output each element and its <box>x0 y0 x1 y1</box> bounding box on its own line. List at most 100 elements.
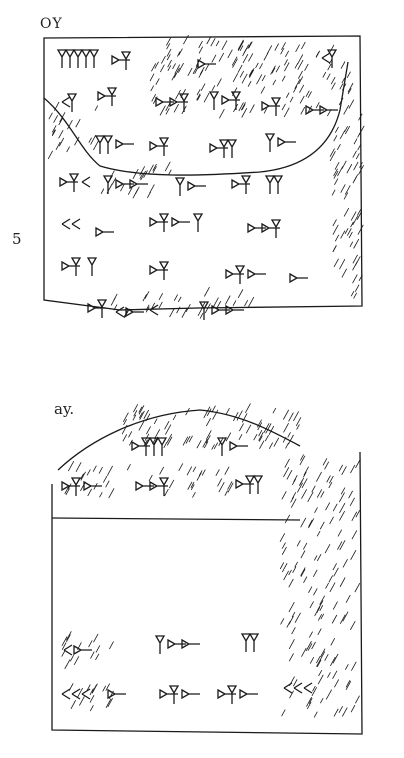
horizontal-wedge <box>115 178 134 190</box>
damage-stroke <box>359 162 363 168</box>
damage-stroke <box>311 641 316 650</box>
damage-stroke <box>358 165 365 175</box>
vertical-wedge <box>244 475 256 494</box>
damage-stroke <box>293 86 298 93</box>
damage-stroke <box>199 312 204 319</box>
horizontal-wedge <box>305 104 324 116</box>
damage-stroke <box>196 440 202 449</box>
damage-stroke <box>154 61 159 69</box>
damage-stroke <box>283 107 290 118</box>
damage-stroke <box>352 254 358 264</box>
damage-stroke <box>187 67 193 77</box>
damage-stroke <box>328 475 334 484</box>
damage-stroke <box>210 38 216 47</box>
damage-stroke <box>343 192 349 200</box>
damage-stroke <box>303 466 309 476</box>
damage-stroke <box>344 185 351 195</box>
damage-stroke <box>317 614 323 621</box>
damage-stroke <box>198 470 203 477</box>
damage-stroke <box>158 293 164 301</box>
damage-stroke <box>113 304 118 311</box>
damage-stroke <box>164 488 169 497</box>
damage-stroke <box>89 694 95 703</box>
damage-stroke <box>345 681 352 691</box>
damage-stroke <box>333 567 339 577</box>
damage-stroke <box>319 595 326 605</box>
damage-stroke <box>330 656 336 667</box>
damage-stroke <box>329 516 334 525</box>
damage-stroke <box>221 40 228 51</box>
damage-stroke <box>314 507 318 514</box>
horizontal-wedge <box>73 644 92 656</box>
damage-stroke <box>313 588 318 596</box>
damage-stroke <box>239 45 244 52</box>
horizontal-wedge <box>115 138 134 150</box>
damage-stroke <box>283 467 290 478</box>
damage-stroke <box>225 408 230 415</box>
damage-stroke <box>110 297 116 306</box>
damage-stroke <box>211 405 216 413</box>
damage-stroke <box>341 77 346 84</box>
damage-stroke <box>329 582 336 593</box>
damage-stroke <box>320 698 324 704</box>
damage-stroke <box>298 76 304 85</box>
damage-stroke <box>256 74 263 85</box>
damage-stroke <box>166 436 173 446</box>
winkelhaken <box>115 306 125 318</box>
damage-stroke <box>281 542 286 549</box>
damage-stroke <box>291 627 296 635</box>
damage-stroke <box>91 683 98 694</box>
damage-stroke <box>129 439 133 446</box>
damage-stroke <box>172 414 177 420</box>
vertical-wedge <box>140 437 152 456</box>
damage-stroke <box>74 136 80 146</box>
damage-stroke <box>333 135 338 142</box>
damage-stroke <box>270 65 276 75</box>
damage-stroke <box>340 184 346 193</box>
damage-stroke <box>350 291 355 297</box>
damage-stroke <box>232 300 237 306</box>
damage-stroke <box>330 76 336 85</box>
damage-stroke <box>215 40 220 47</box>
damage-stroke <box>334 679 340 688</box>
damage-stroke <box>152 163 157 171</box>
damage-stroke <box>143 170 148 178</box>
damage-stroke <box>339 540 346 551</box>
obverse-damage-hatching <box>47 34 365 319</box>
damage-stroke <box>166 43 171 50</box>
damage-stroke <box>289 96 294 103</box>
damage-stroke <box>181 307 188 318</box>
damage-stroke <box>334 178 339 186</box>
damage-stroke <box>168 479 175 489</box>
damage-stroke <box>249 104 255 114</box>
damage-stroke <box>305 641 312 652</box>
damage-stroke <box>299 455 306 466</box>
horizontal-wedge <box>247 268 266 280</box>
damage-stroke <box>67 120 73 130</box>
damage-stroke <box>185 407 190 416</box>
damage-stroke <box>258 432 264 441</box>
damage-stroke <box>248 69 254 77</box>
damage-stroke <box>224 466 230 475</box>
damage-stroke <box>198 46 204 54</box>
winkelhaken <box>61 96 71 108</box>
damage-stroke <box>357 144 362 151</box>
damage-stroke <box>294 78 301 89</box>
damage-stroke <box>268 442 274 449</box>
damage-stroke <box>307 643 313 651</box>
damage-stroke <box>211 54 217 63</box>
damage-stroke <box>94 105 99 111</box>
damage-stroke <box>153 418 158 425</box>
damage-stroke <box>352 150 357 158</box>
damage-stroke <box>341 83 347 91</box>
vertical-wedge <box>226 685 238 704</box>
damage-stroke <box>205 417 212 427</box>
damage-stroke <box>144 291 150 299</box>
horizontal-wedge <box>187 180 206 192</box>
damage-stroke <box>294 561 298 568</box>
damage-stroke <box>333 258 339 268</box>
damage-stroke <box>244 403 251 414</box>
damage-stroke <box>92 465 97 472</box>
winkelhaken <box>293 682 303 694</box>
reverse-ruling <box>51 517 301 521</box>
